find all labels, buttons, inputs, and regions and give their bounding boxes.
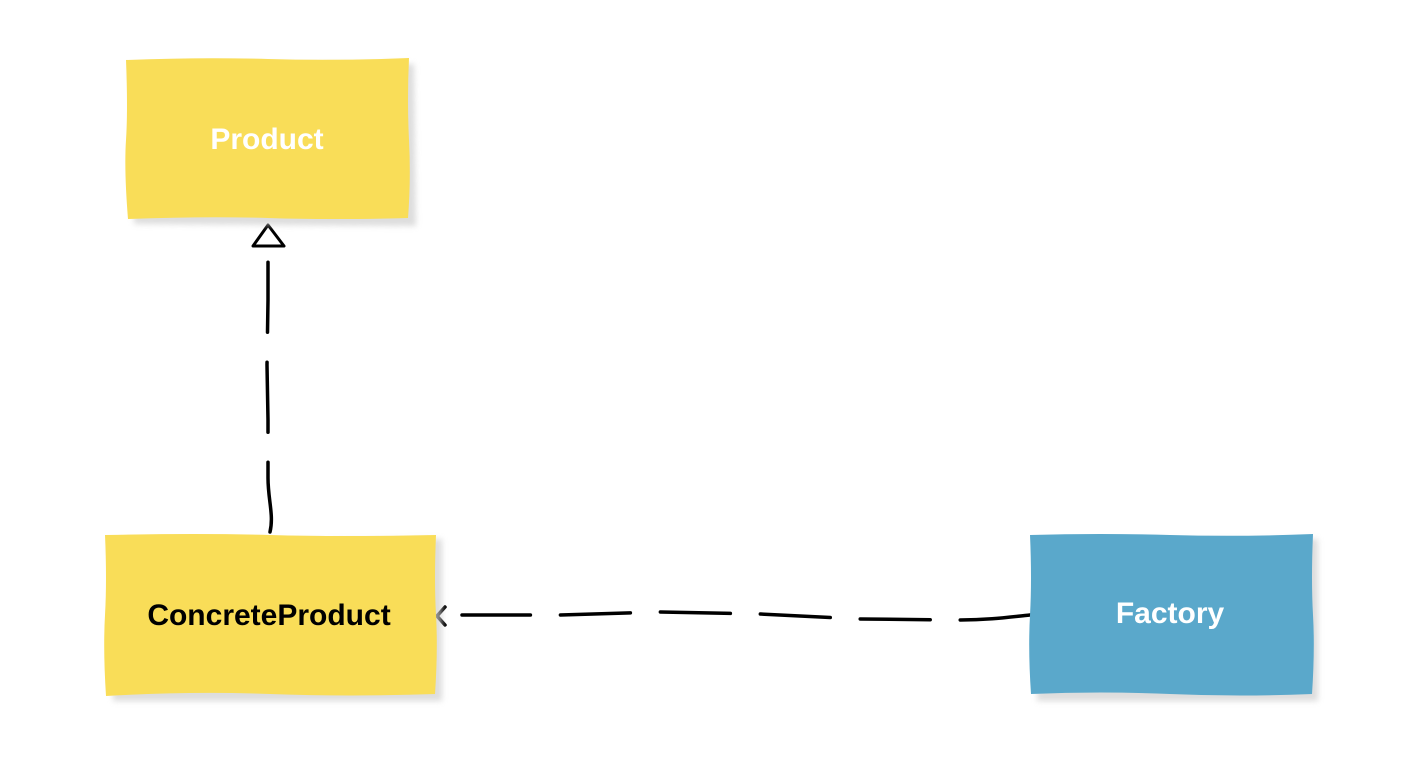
node-label-factory: Factory: [1116, 597, 1225, 630]
hollow-triangle-arrowhead-icon: [251, 223, 286, 248]
node-box: [125, 58, 410, 219]
node-product[interactable]: Product: [125, 58, 416, 226]
node-factory[interactable]: Factory: [1029, 534, 1318, 701]
node-concreteproduct[interactable]: ConcreteProduct: [104, 534, 442, 701]
node-box: [104, 534, 437, 696]
node-label-concreteproduct: ConcreteProduct: [147, 599, 390, 632]
dependency-line: [460, 610, 1032, 622]
edge-concreteproduct-to-product: [251, 223, 286, 534]
node-label-product: Product: [210, 123, 323, 156]
node-box: [1029, 534, 1314, 696]
edge-factory-to-concreteproduct: [435, 605, 1032, 627]
realization-line: [265, 260, 274, 534]
